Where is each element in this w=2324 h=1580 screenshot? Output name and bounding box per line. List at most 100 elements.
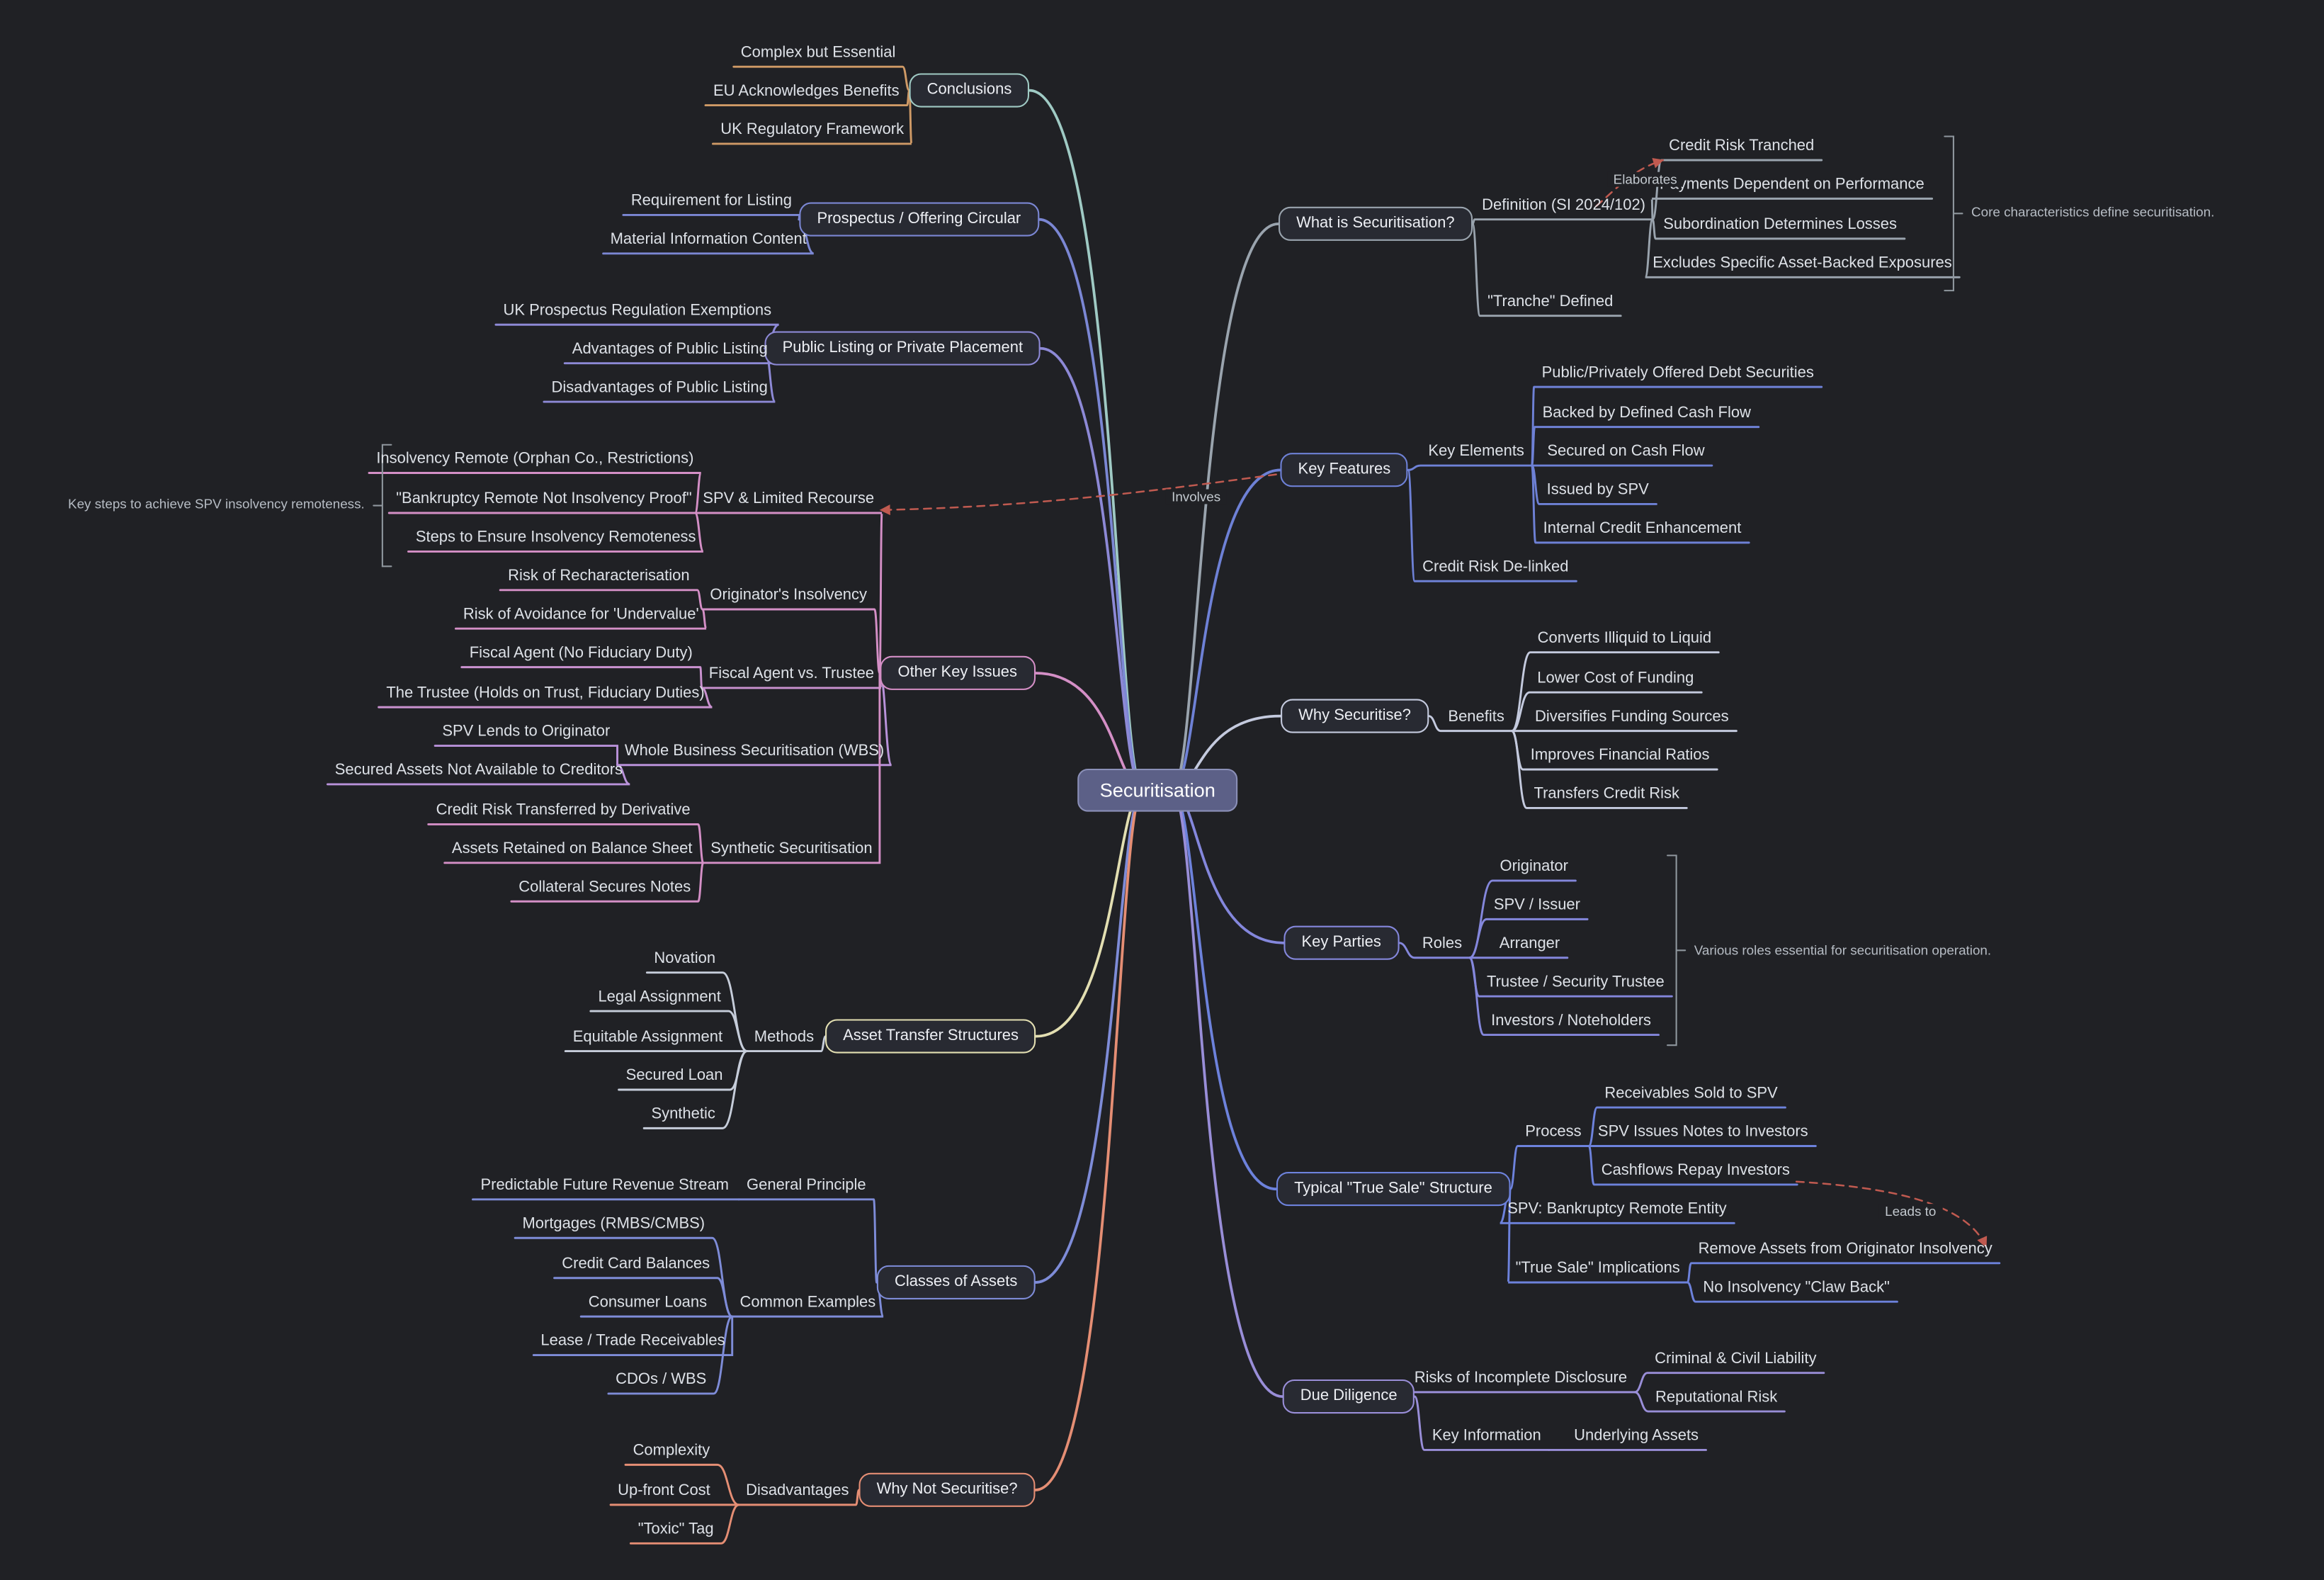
mindmap-node-legal-assignment[interactable]: Legal Assignment xyxy=(598,988,721,1006)
bracket-annotation-label: Various roles essential for securitisati… xyxy=(1694,942,1992,958)
mindmap-node-uk-regulatory-framework[interactable]: UK Regulatory Framework xyxy=(720,120,905,139)
mindmap-node-complexity[interactable]: Complexity xyxy=(633,1441,710,1460)
mindmap-node-public-listing-or-private-placement[interactable]: Public Listing or Private Placement xyxy=(764,331,1041,366)
mindmap-node-remove-assets-from-originator-insolvency[interactable]: Remove Assets from Originator Insolvency xyxy=(1698,1240,1993,1258)
mindmap-node-disadvantages[interactable]: Disadvantages xyxy=(746,1482,849,1500)
mindmap-node-arranger[interactable]: Arranger xyxy=(1499,935,1560,953)
mindmap-node-spv-bankruptcy-remote-entity[interactable]: SPV: Bankruptcy Remote Entity xyxy=(1507,1200,1727,1218)
mindmap-node-originators-insolvency[interactable]: Originator's Insolvency xyxy=(710,586,867,604)
mindmap-node-reputational-risk[interactable]: Reputational Risk xyxy=(1655,1388,1778,1406)
mindmap-node-key-elements[interactable]: Key Elements xyxy=(1428,442,1524,461)
mindmap-node-eu-acknowledges-benefits[interactable]: EU Acknowledges Benefits xyxy=(713,81,900,101)
mindmap-node-synthetic[interactable]: Synthetic xyxy=(651,1105,715,1123)
mindmap-node-bankruptcy-remote-not-insolvency-proof[interactable]: "Bankruptcy Remote Not Insolvency Proof" xyxy=(396,490,692,508)
mindmap-node-tranche-defined[interactable]: "Tranche" Defined xyxy=(1487,293,1614,311)
mindmap-node-asset-transfer-structures[interactable]: Asset Transfer Structures xyxy=(825,1019,1037,1054)
mindmap-node-internal-credit-enhancement[interactable]: Internal Credit Enhancement xyxy=(1543,519,1742,538)
mindmap-node-due-diligence[interactable]: Due Diligence xyxy=(1282,1379,1415,1414)
mindmap-node-what-is-securitisation[interactable]: What is Securitisation? xyxy=(1278,206,1473,242)
mindmap-node-up-front-cost[interactable]: Up-front Cost xyxy=(618,1482,710,1500)
mindmap-node-underlying-assets[interactable]: Underlying Assets xyxy=(1574,1426,1699,1445)
mindmap-node-whole-business-securitisation-wbs[interactable]: Whole Business Securitisation (WBS) xyxy=(624,742,885,760)
mindmap-node-steps-to-ensure-insolvency-remoteness[interactable]: Steps to Ensure Insolvency Remoteness xyxy=(415,528,696,546)
mindmap-node-disadvantages-of-public-listing[interactable]: Disadvantages of Public Listing xyxy=(551,378,768,397)
mindmap-node-issued-by-spv[interactable]: Issued by SPV xyxy=(1546,480,1649,499)
mindmap-node-common-examples[interactable]: Common Examples xyxy=(739,1293,876,1311)
mindmap-node-lower-cost-of-funding[interactable]: Lower Cost of Funding xyxy=(1537,669,1694,687)
mindmap-node-mortgages-rmbs-cmbs[interactable]: Mortgages (RMBS/CMBS) xyxy=(522,1214,705,1233)
mindmap-node-investors-noteholders[interactable]: Investors / Noteholders xyxy=(1491,1011,1652,1030)
mindmap-node-benefits[interactable]: Benefits xyxy=(1448,707,1504,726)
mindmap-node-insolvency-remote-orphan[interactable]: Insolvency Remote (Orphan Co., Restricti… xyxy=(376,449,694,468)
mindmap-node-material-information-content[interactable]: Material Information Content xyxy=(610,230,807,249)
mindmap-node-true-sale-implications[interactable]: "True Sale" Implications xyxy=(1515,1259,1680,1277)
mindmap-node-typical-true-sale-structure[interactable]: Typical "True Sale" Structure xyxy=(1276,1171,1510,1207)
mindmap-node-subordination-determines-losses[interactable]: Subordination Determines Losses xyxy=(1663,215,1897,234)
mindmap-node-spv-limited-recourse[interactable]: SPV & Limited Recourse xyxy=(703,490,875,508)
mindmap-node-predictable-future-revenue-stream[interactable]: Predictable Future Revenue Stream xyxy=(480,1176,730,1195)
mindmap-node-prospectus-offering-circular[interactable]: Prospectus / Offering Circular xyxy=(799,202,1039,237)
mindmap-node-general-principle[interactable]: General Principle xyxy=(747,1176,866,1195)
mindmap-node-uk-prospectus-regulation-exemptions[interactable]: UK Prospectus Regulation Exemptions xyxy=(503,301,772,320)
mindmap-node-conclusions[interactable]: Conclusions xyxy=(909,73,1030,108)
mindmap-node-lease-trade-receivables[interactable]: Lease / Trade Receivables xyxy=(540,1331,725,1350)
mindmap-node-spv-lends-to-originator[interactable]: SPV Lends to Originator xyxy=(442,722,611,741)
mindmap-node-public-privately-offered-debt-securities[interactable]: Public/Privately Offered Debt Securities xyxy=(1541,363,1814,382)
mindmap-node-originator[interactable]: Originator xyxy=(1500,857,1568,876)
mindmap-node-key-information[interactable]: Key Information xyxy=(1432,1426,1541,1445)
mindmap-node-why-securitise[interactable]: Why Securitise? xyxy=(1281,699,1429,733)
mindmap-node-synthetic-securitisation[interactable]: Synthetic Securitisation xyxy=(710,840,873,858)
mindmap-node-no-insolvency-claw-back[interactable]: No Insolvency "Claw Back" xyxy=(1703,1278,1890,1297)
mindmap-node-improves-financial-ratios[interactable]: Improves Financial Ratios xyxy=(1530,746,1710,764)
mindmap-node-collateral-secures-notes[interactable]: Collateral Secures Notes xyxy=(518,878,691,896)
mindmap-node-requirement-for-listing[interactable]: Requirement for Listing xyxy=(630,191,792,210)
mindmap-node-classes-of-assets[interactable]: Classes of Assets xyxy=(876,1265,1036,1300)
mindmap-node-equitable-assignment[interactable]: Equitable Assignment xyxy=(572,1027,723,1046)
mindmap-node-diversifies-funding-sources[interactable]: Diversifies Funding Sources xyxy=(1535,707,1729,726)
mindmap-node-credit-risk-tranched[interactable]: Credit Risk Tranched xyxy=(1669,137,1815,155)
mindmap-node-backed-by-defined-cash-flow[interactable]: Backed by Defined Cash Flow xyxy=(1542,404,1751,422)
mindmap-node-risk-of-recharacterisation[interactable]: Risk of Recharacterisation xyxy=(508,567,690,585)
mindmap-node-receivables-sold-to-spv[interactable]: Receivables Sold to SPV xyxy=(1604,1084,1778,1102)
mindmap-node-secured-loan[interactable]: Secured Loan xyxy=(625,1066,723,1085)
mindmap-node-criminal-civil-liability[interactable]: Criminal & Civil Liability xyxy=(1655,1350,1817,1368)
mindmap-node-credit-card-balances[interactable]: Credit Card Balances xyxy=(562,1255,710,1273)
mindmap-node-trustee-security-trustee[interactable]: Trustee / Security Trustee xyxy=(1486,973,1665,991)
mindmap-node-cashflows-repay-investors[interactable]: Cashflows Repay Investors xyxy=(1601,1161,1790,1180)
bracket-annotation-label: Key steps to achieve SPV insolvency remo… xyxy=(68,496,365,512)
mindmap-node-other-key-issues[interactable]: Other Key Issues xyxy=(880,655,1036,691)
mindmap-node-secured-assets-not-available-to-creditors[interactable]: Secured Assets Not Available to Creditor… xyxy=(334,761,623,779)
mindmap-node-assets-retained-on-balance-sheet[interactable]: Assets Retained on Balance Sheet xyxy=(451,840,693,858)
mindmap-node-credit-risk-de-linked[interactable]: Credit Risk De-linked xyxy=(1422,558,1569,576)
relation-label-leads-to: Leads to xyxy=(1878,1204,1942,1219)
mindmap-node-methods[interactable]: Methods xyxy=(754,1027,815,1046)
mindmap-node-why-not-securitise[interactable]: Why Not Securitise? xyxy=(858,1472,1036,1508)
mindmap-node-spv-issuer[interactable]: SPV / Issuer xyxy=(1493,896,1580,914)
mindmap-node-consumer-loans[interactable]: Consumer Loans xyxy=(588,1293,708,1311)
mindmap-node-roles[interactable]: Roles xyxy=(1422,935,1463,953)
mindmap-node-credit-risk-transferred-by-derivative[interactable]: Credit Risk Transferred by Derivative xyxy=(436,801,691,819)
mindmap-node-novation[interactable]: Novation xyxy=(654,949,716,968)
mindmap-node-securitisation[interactable]: Securitisation xyxy=(1077,768,1238,812)
mindmap-node-definition-si-2024-102[interactable]: Definition (SI 2024/102) xyxy=(1482,196,1646,215)
mindmap-node-risk-of-avoidance-for-undervalue[interactable]: Risk of Avoidance for 'Undervalue' xyxy=(463,605,699,623)
mindmap-node-key-features[interactable]: Key Features xyxy=(1280,453,1409,487)
mindmap-node-complex-but-essential[interactable]: Complex but Essential xyxy=(740,43,896,62)
mindmap-node-risks-of-incomplete-disclosure[interactable]: Risks of Incomplete Disclosure xyxy=(1414,1369,1628,1387)
mindmap-node-fiscal-agent-vs-trustee[interactable]: Fiscal Agent vs. Trustee xyxy=(708,665,875,683)
mindmap-node-converts-illiquid-to-liquid[interactable]: Converts Illiquid to Liquid xyxy=(1537,629,1712,648)
mindmap-node-toxic-tag[interactable]: "Toxic" Tag xyxy=(637,1520,714,1538)
mindmap-node-secured-on-cash-flow[interactable]: Secured on Cash Flow xyxy=(1547,442,1705,461)
mindmap-node-payments-dependent-on-performance[interactable]: Payments Dependent on Performance xyxy=(1659,175,1925,193)
relation-label-elaborates: Elaborates xyxy=(1607,171,1684,187)
mindmap-node-excludes-specific-asset-backed-exposures[interactable]: Excludes Specific Asset-Backed Exposures xyxy=(1653,254,1952,272)
mindmap-node-transfers-credit-risk[interactable]: Transfers Credit Risk xyxy=(1534,784,1680,803)
mindmap-node-advantages-of-public-listing[interactable]: Advantages of Public Listing xyxy=(572,340,768,359)
mindmap-node-process[interactable]: Process xyxy=(1525,1122,1582,1141)
mindmap-node-fiscal-agent-no-fiduciary-duty[interactable]: Fiscal Agent (No Fiduciary Duty) xyxy=(469,643,693,662)
mindmap-node-spv-issues-notes-to-investors[interactable]: SPV Issues Notes to Investors xyxy=(1597,1122,1808,1141)
bracket-annotation-label: Core characteristics define securitisati… xyxy=(1971,204,2215,220)
mindmap-node-trustee-holds-on-trust[interactable]: The Trustee (Holds on Trust, Fiduciary D… xyxy=(386,684,705,702)
mindmap-node-key-parties[interactable]: Key Parties xyxy=(1283,925,1400,961)
mindmap-node-cdos-wbs[interactable]: CDOs / WBS xyxy=(616,1370,707,1389)
